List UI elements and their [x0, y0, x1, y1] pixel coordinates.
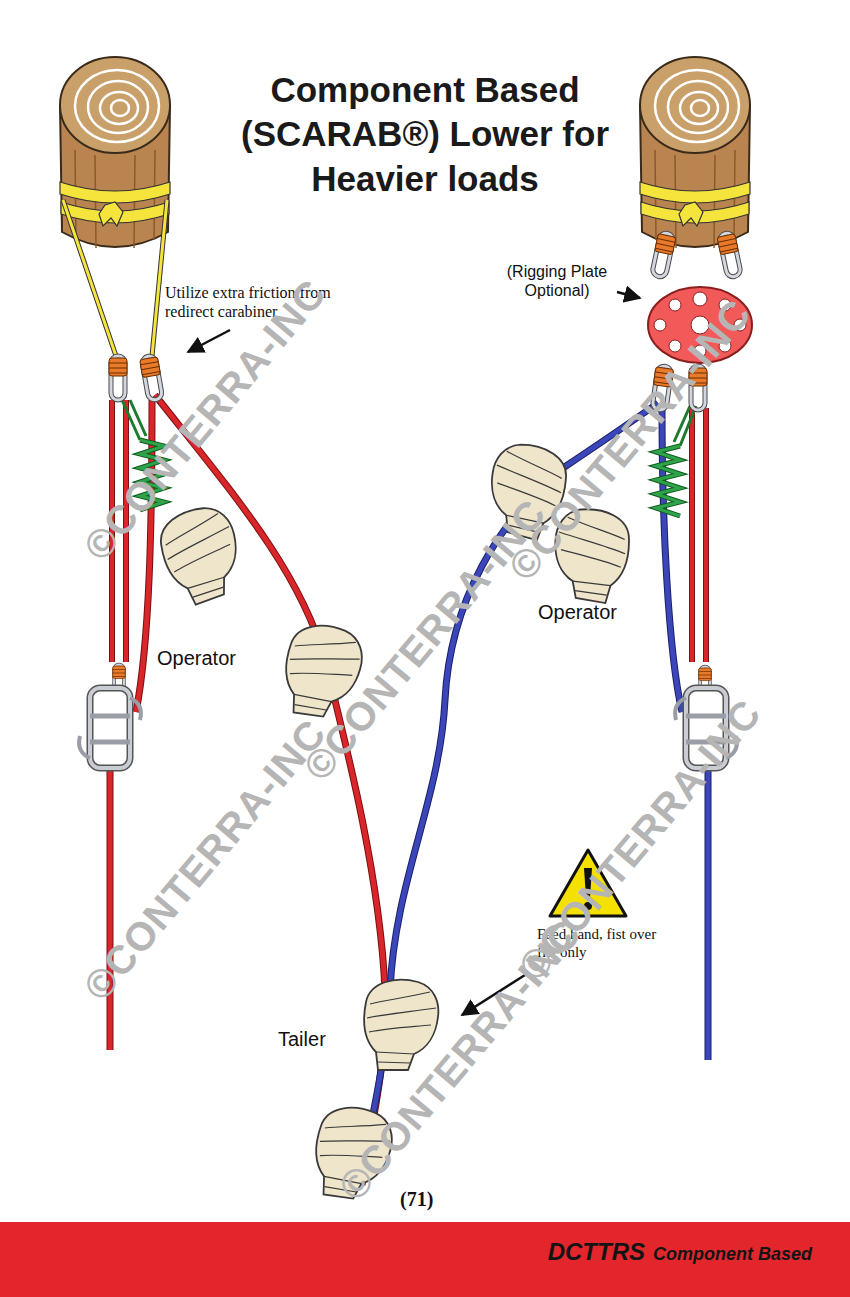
title: Component Based (SCARAB®) Lower for Heav…: [235, 68, 615, 201]
left-anchor: [60, 57, 170, 248]
right-rope: [692, 408, 706, 662]
role-label: Operator: [538, 600, 617, 624]
left-hardware: [109, 356, 127, 400]
left-hardware: [139, 355, 164, 401]
right-anchor: [717, 232, 744, 279]
left-hardware: [79, 355, 165, 768]
right-anchor: [640, 57, 750, 248]
watermark: ©CONTERRA-INC: [75, 711, 335, 1009]
footer-band: [0, 1222, 850, 1297]
right-prusik: [656, 446, 680, 516]
page-number: (71): [400, 1187, 433, 1211]
left-prusik: [122, 400, 146, 440]
left-anchor: [63, 200, 167, 356]
rigging-plate: [669, 299, 681, 311]
watermark: ©CONTERRA-INC: [500, 291, 760, 589]
hands: [364, 980, 438, 1070]
right-anchor: [650, 232, 677, 279]
footer: DCTTRS Component Based: [548, 1238, 812, 1266]
hands: [152, 499, 253, 609]
note: (Rigging Plate Optional): [500, 262, 614, 300]
footer-band: [0, 1222, 850, 1297]
watermark: ©CONTERRA-INC: [330, 911, 590, 1209]
footer-title: DCTTRS: [548, 1238, 645, 1266]
role-label: Tailer: [278, 1027, 326, 1051]
left-hardware: [79, 688, 141, 768]
left-anchor: [60, 57, 170, 356]
leader-arrow: [188, 330, 230, 352]
right-prusik: [656, 446, 680, 516]
footer-subtitle: Component Based: [653, 1244, 812, 1265]
watermark: ©CONTERRA-INC: [295, 491, 555, 789]
left-anchor: [63, 200, 167, 356]
right-rope: [692, 408, 706, 662]
rigging-plate: [693, 292, 707, 306]
leader-arrow: [617, 292, 640, 298]
rigging-plate: [654, 319, 666, 331]
right-anchor: [640, 57, 750, 278]
role-label: Operator: [157, 646, 236, 670]
